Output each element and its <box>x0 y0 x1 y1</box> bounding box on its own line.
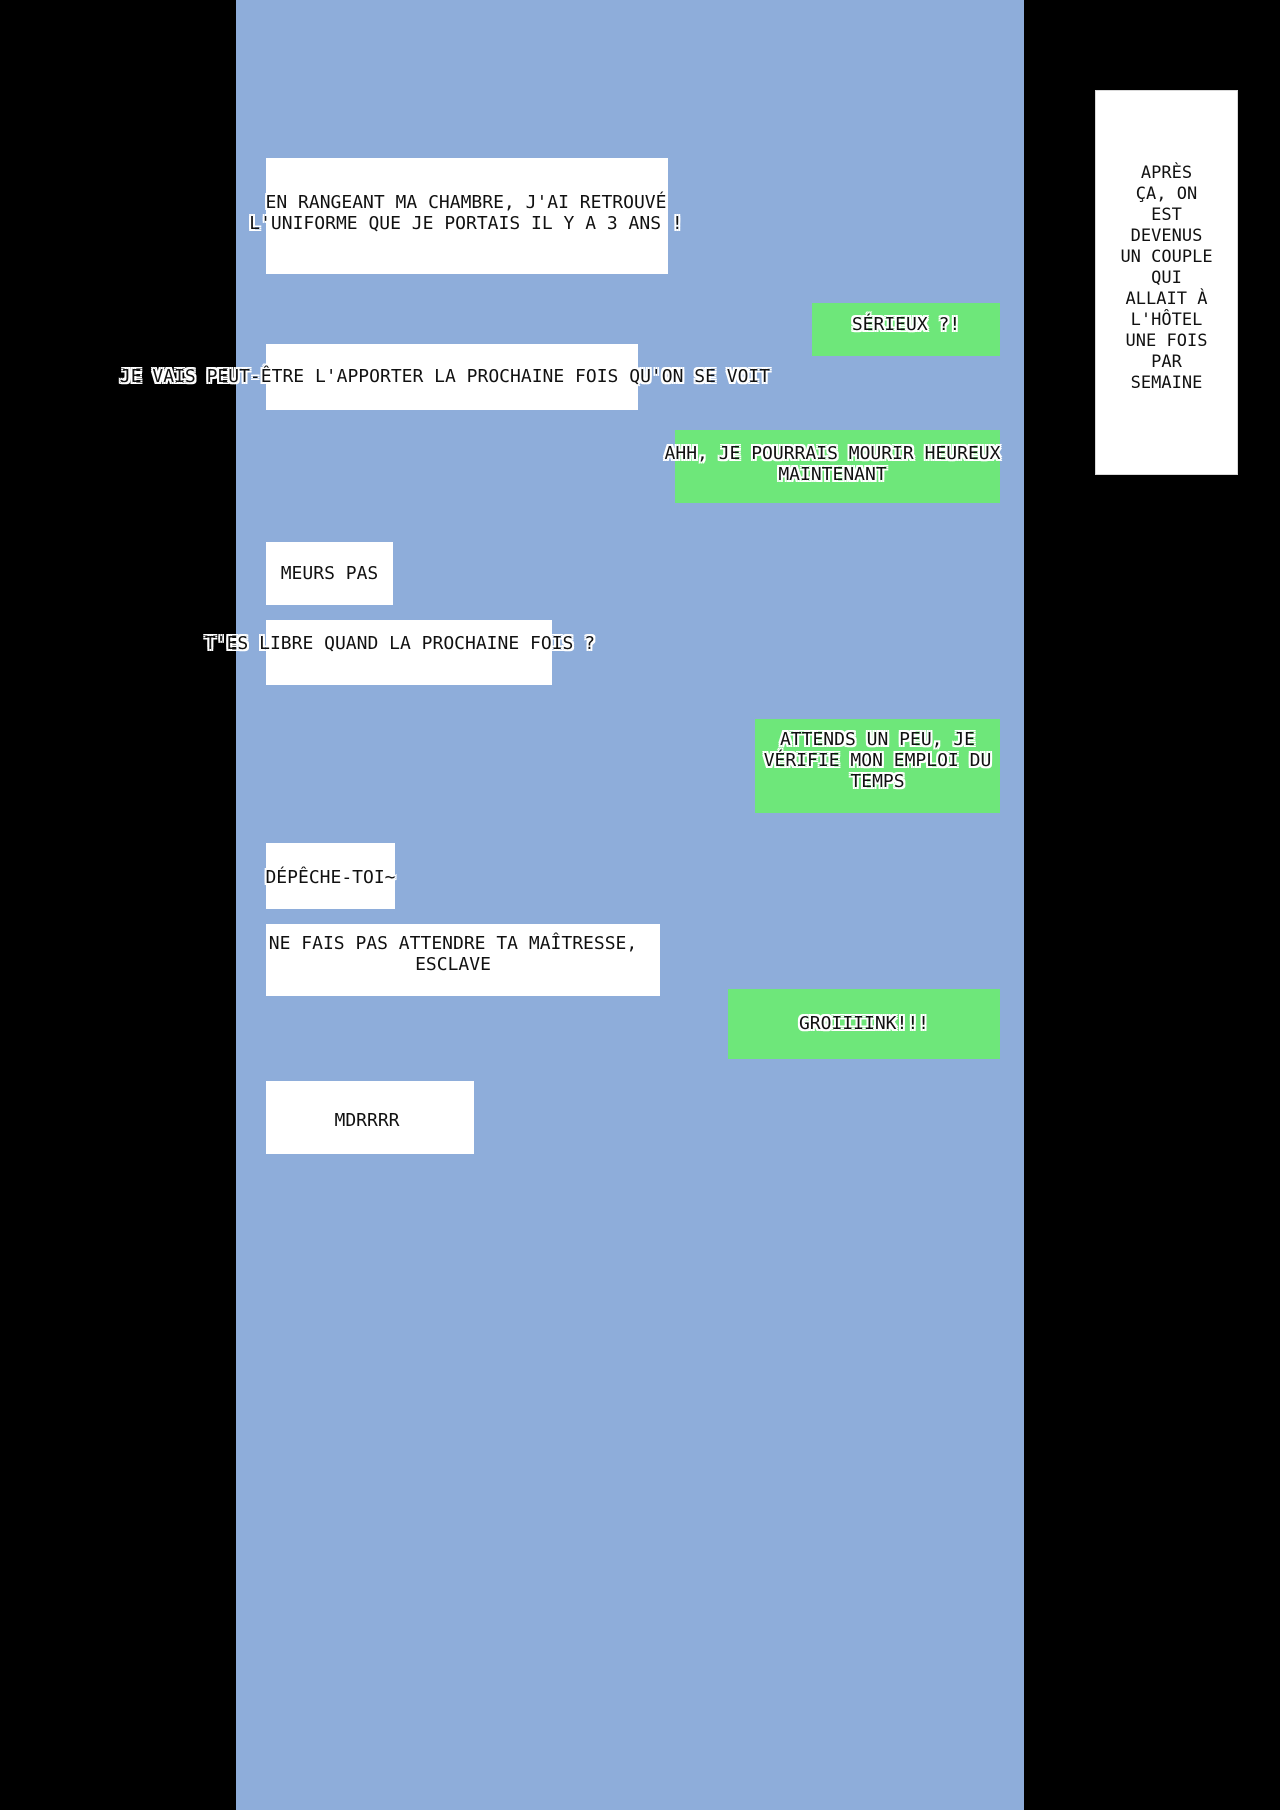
received-message-bubble <box>266 1081 474 1154</box>
sent-message-bubble <box>755 719 1000 813</box>
received-message-text: MDRRRR <box>334 1110 400 1131</box>
sent-message-bubble <box>675 430 1000 503</box>
received-message-text: EN RANGEANT MA CHAMBRE, J'AI RETROUVÉ L'… <box>249 192 683 234</box>
received-message-bubble <box>266 620 552 685</box>
narration-text: APRÈS ÇA, ON EST DEVENUS UN COUPLE QUI A… <box>1120 163 1213 393</box>
narration-caption-box: APRÈS ÇA, ON EST DEVENUS UN COUPLE QUI A… <box>1095 90 1238 475</box>
received-message-bubble <box>266 344 638 410</box>
received-message-bubble <box>266 924 660 996</box>
received-message-text: JE VAIS PEUT-ÊTRE L'APPORTER LA PROCHAIN… <box>119 366 771 387</box>
sent-message-bubble <box>728 989 1000 1059</box>
received-message-text: DÉPÊCHE-TOI~ <box>265 867 396 888</box>
sent-message-text: ATTENDS UN PEU, JE VÉRIFIE MON EMPLOI DU… <box>763 729 992 792</box>
sent-message-bubble <box>812 303 1000 356</box>
received-message-text: T'ES LIBRE QUAND LA PROCHAINE FOIS ? <box>204 633 596 654</box>
sent-message-text: AHH, JE POURRAIS MOURIR HEUREUX MAINTENA… <box>664 443 1001 485</box>
sent-message-text: GROIIIINK!!! <box>798 1013 930 1034</box>
received-message-text: MEURS PAS <box>280 563 379 584</box>
received-message-bubble <box>266 843 395 909</box>
received-message-bubble <box>266 542 393 605</box>
received-message-text: NE FAIS PAS ATTENDRE TA MAÎTRESSE, ESCLA… <box>268 933 638 975</box>
received-message-bubble <box>266 158 668 274</box>
sent-message-text: SÉRIEUX ?! <box>851 314 961 335</box>
